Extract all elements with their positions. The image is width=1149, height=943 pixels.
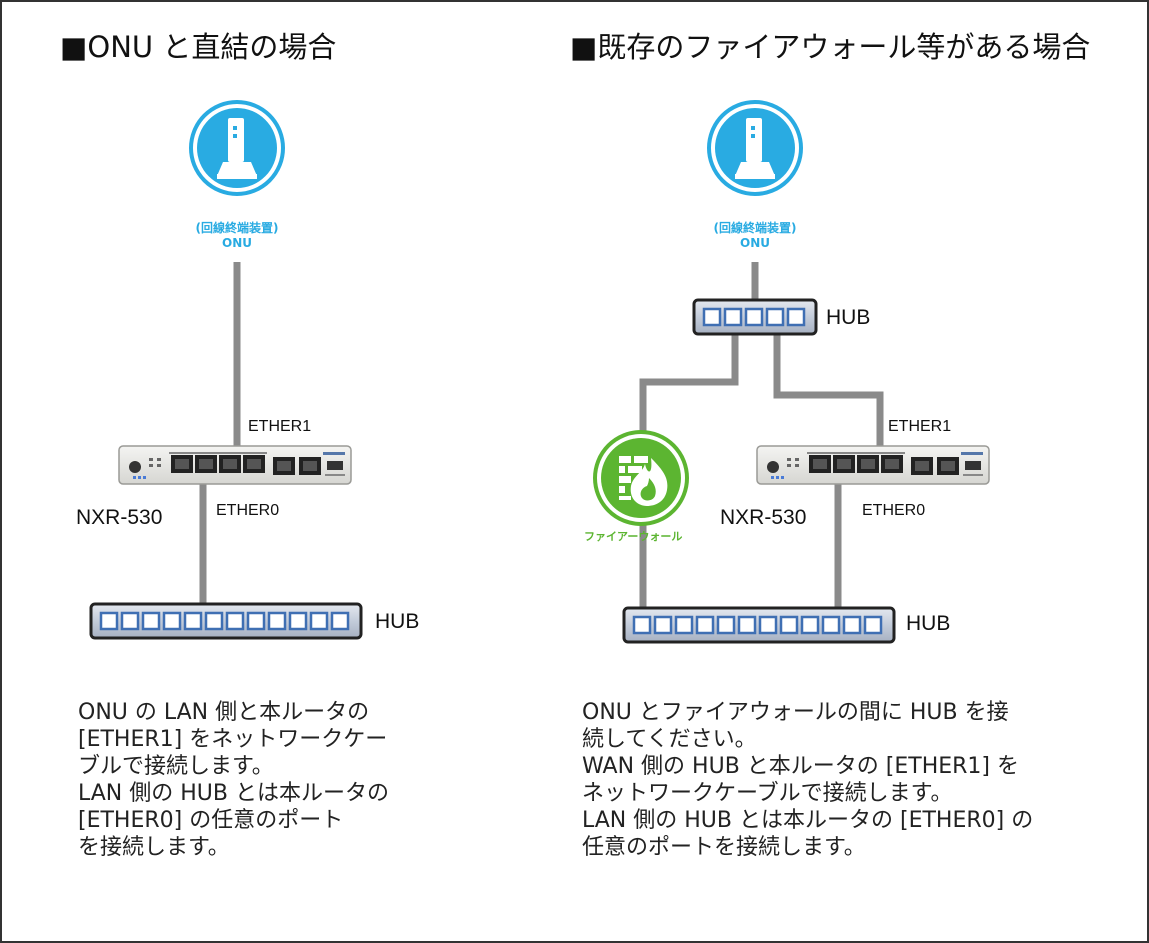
right-router-label: NXR-530 bbox=[720, 506, 807, 529]
left-ether1-label: ETHER1 bbox=[248, 418, 312, 435]
right-onu-icon bbox=[707, 100, 803, 196]
left-onu-name: ONU bbox=[222, 236, 252, 250]
left-hub-label: HUB bbox=[375, 610, 420, 633]
right-desc-line-1: ONU とファイアウォールの間に HUB を接 bbox=[582, 700, 1009, 725]
left-desc-line-5: [ETHER0] の任意のポート bbox=[78, 808, 344, 833]
right-ether0-label: ETHER0 bbox=[862, 502, 926, 519]
left-description: ONU の LAN 側と本ルータの [ETHER1] をネットワークケー ブルで… bbox=[78, 699, 389, 861]
right-heading: ■既存のファイアウォール等がある場合 bbox=[570, 30, 1091, 64]
firewall-label: ファイアーウォール bbox=[584, 530, 683, 543]
left-desc-line-1: ONU の LAN 側と本ルータの bbox=[78, 700, 370, 725]
left-heading: ■ONU と直結の場合 bbox=[60, 30, 337, 64]
right-desc-line-2: 続してください。 bbox=[582, 727, 757, 752]
right-cables bbox=[639, 262, 884, 612]
right-desc-line-4: ネットワークケーブルで接続します。 bbox=[582, 781, 953, 806]
right-desc-line-5: LAN 側の HUB とは本ルータの [ETHER0] の bbox=[582, 808, 1034, 833]
right-onu-caption: (回線終端装置) bbox=[713, 221, 797, 235]
right-router-device bbox=[756, 445, 990, 485]
right-top-hub-device bbox=[692, 298, 818, 336]
left-onu-label: (回線終端装置) ONU bbox=[167, 221, 307, 251]
right-desc-line-6: 任意のポートを接続します。 bbox=[582, 835, 866, 860]
right-onu-name: ONU bbox=[740, 236, 770, 250]
left-cables bbox=[199, 262, 241, 606]
left-desc-line-3: ブルで接続します。 bbox=[78, 754, 274, 779]
right-top-hub-label: HUB bbox=[826, 306, 871, 329]
left-hub-device bbox=[89, 602, 363, 640]
right-description: ONU とファイアウォールの間に HUB を接 続してください。 WAN 側の … bbox=[582, 699, 1033, 861]
right-hub-label: HUB bbox=[906, 612, 951, 635]
right-ether1-label: ETHER1 bbox=[888, 418, 952, 435]
left-ether0-label: ETHER0 bbox=[216, 502, 280, 519]
left-onu-caption: (回線終端装置) bbox=[195, 221, 279, 235]
left-desc-line-4: LAN 側の HUB とは本ルータの bbox=[78, 781, 389, 806]
left-onu-icon bbox=[189, 100, 285, 196]
right-onu-label: (回線終端装置) ONU bbox=[685, 221, 825, 251]
left-router-device bbox=[118, 445, 352, 485]
left-desc-line-2: [ETHER1] をネットワークケー bbox=[78, 727, 388, 752]
left-desc-line-6: を接続します。 bbox=[78, 835, 230, 860]
right-bottom-hub-device bbox=[622, 606, 896, 644]
left-router-label: NXR-530 bbox=[76, 506, 163, 529]
firewall-icon bbox=[593, 430, 689, 526]
right-desc-line-3: WAN 側の HUB と本ルータの [ETHER1] を bbox=[582, 754, 1019, 779]
